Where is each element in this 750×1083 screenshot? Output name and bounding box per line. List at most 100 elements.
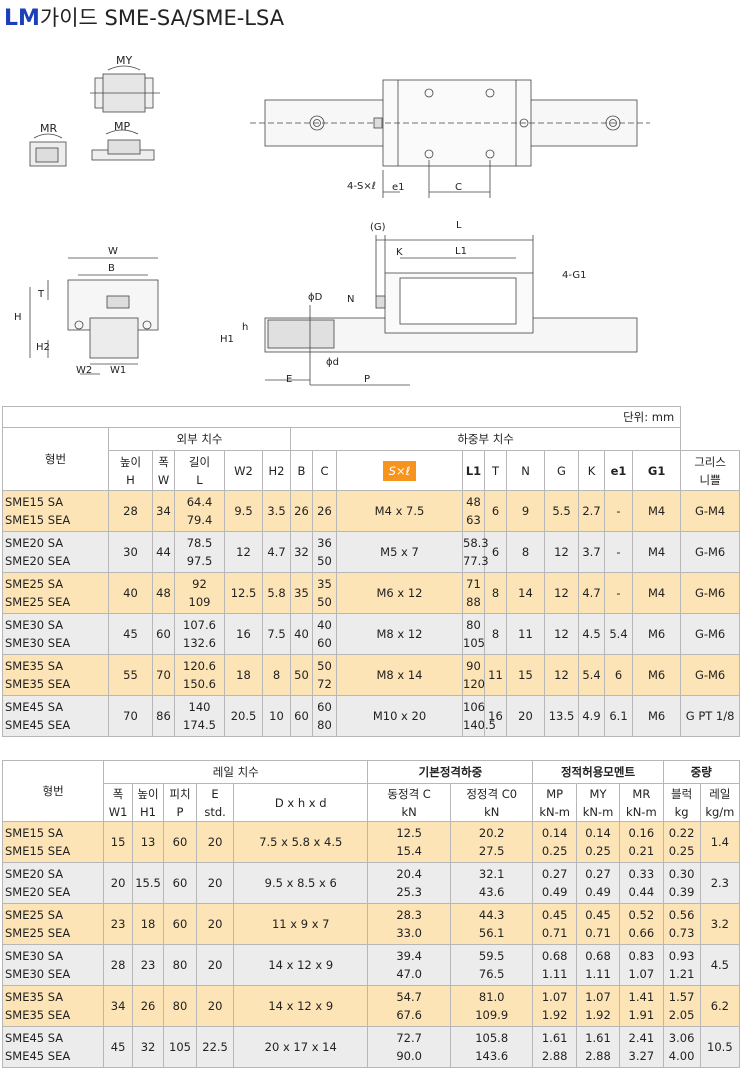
col-c: C xyxy=(312,450,337,491)
cell-k: 5.4 xyxy=(578,654,605,696)
cell-e1: 6.1 xyxy=(604,695,633,737)
cell-w: 60 xyxy=(152,613,175,655)
cell-g1: M6 xyxy=(631,654,682,696)
cell-dhd: 7.5 x 5.8 x 4.5 xyxy=(233,821,369,863)
technical-drawings: MY MR MP 4-S×ℓ e1 C xyxy=(14,54,650,386)
col2-group-basic: 기본정격하중 xyxy=(367,760,534,784)
cell-t: 16 xyxy=(484,695,507,737)
label-my: MY xyxy=(116,54,132,67)
col-n: N xyxy=(506,450,545,491)
col2-model: 형번 xyxy=(1,760,105,822)
cell-w2: 16 xyxy=(224,613,263,655)
col-b: B xyxy=(290,450,313,491)
cell-e: 20 xyxy=(195,903,235,945)
cell-e1: 6 xyxy=(604,654,633,696)
cell-h2: 7.5 xyxy=(262,613,291,655)
cell-n: 8 xyxy=(506,531,545,573)
cell-k: 4.7 xyxy=(578,572,605,614)
cell-h2: 5.8 xyxy=(262,572,291,614)
label-l1: L1 xyxy=(455,246,467,257)
label-p: P xyxy=(364,374,370,385)
cell-e1: - xyxy=(604,572,633,614)
cell-b: 60 xyxy=(290,695,313,737)
cell-sl: M10 x 20 xyxy=(336,695,463,737)
cell-n: 11 xyxy=(506,613,545,655)
cell-e: 20 xyxy=(195,821,235,863)
col-model: 형번 xyxy=(2,427,109,491)
cell-e1: - xyxy=(604,490,633,532)
cell-b: 26 xyxy=(290,490,313,532)
cell-e: 20 xyxy=(195,985,235,1027)
cell-p: 80 xyxy=(162,944,198,986)
cell-p: 80 xyxy=(162,985,198,1027)
cell-g: 12 xyxy=(544,531,579,573)
cell-sl: M8 x 14 xyxy=(336,654,463,696)
cell-sl: M4 x 7.5 xyxy=(336,490,463,532)
cell-n: 9 xyxy=(506,490,545,532)
cell-w1: 34 xyxy=(103,985,134,1027)
cell-k: 2.7 xyxy=(578,490,605,532)
label-e1: e1 xyxy=(392,182,405,193)
cell-c: 26 xyxy=(312,490,337,532)
cell-rail: 3.2 xyxy=(699,903,741,945)
col-g1: G1 xyxy=(631,450,682,491)
cell-h1: 23 xyxy=(132,944,164,986)
cell-dhd: 9.5 x 8.5 x 6 xyxy=(233,862,369,904)
cell-k: 4.5 xyxy=(578,613,605,655)
cell-g1: M6 xyxy=(631,695,682,737)
cell-grease: G-M4 xyxy=(680,490,740,532)
cell-rail: 2.3 xyxy=(699,862,741,904)
cell-t: 6 xyxy=(484,490,507,532)
label-w2: W2 xyxy=(76,365,92,376)
cell-h: 45 xyxy=(108,613,153,655)
cell-n: 20 xyxy=(506,695,545,737)
cell-h2: 3.5 xyxy=(262,490,291,532)
cell-n: 15 xyxy=(506,654,545,696)
cell-rail: 4.5 xyxy=(699,944,741,986)
cell-g1: M4 xyxy=(631,531,682,573)
cell-w1: 15 xyxy=(103,821,134,863)
label-g: (G) xyxy=(370,222,386,233)
label-sl: 4-S×ℓ xyxy=(347,181,376,192)
label-w: W xyxy=(108,246,118,257)
cell-t: 6 xyxy=(484,531,507,573)
cell-e: 22.5 xyxy=(195,1026,235,1068)
label-n: N xyxy=(347,294,354,305)
label-h2: H2 xyxy=(36,342,50,353)
